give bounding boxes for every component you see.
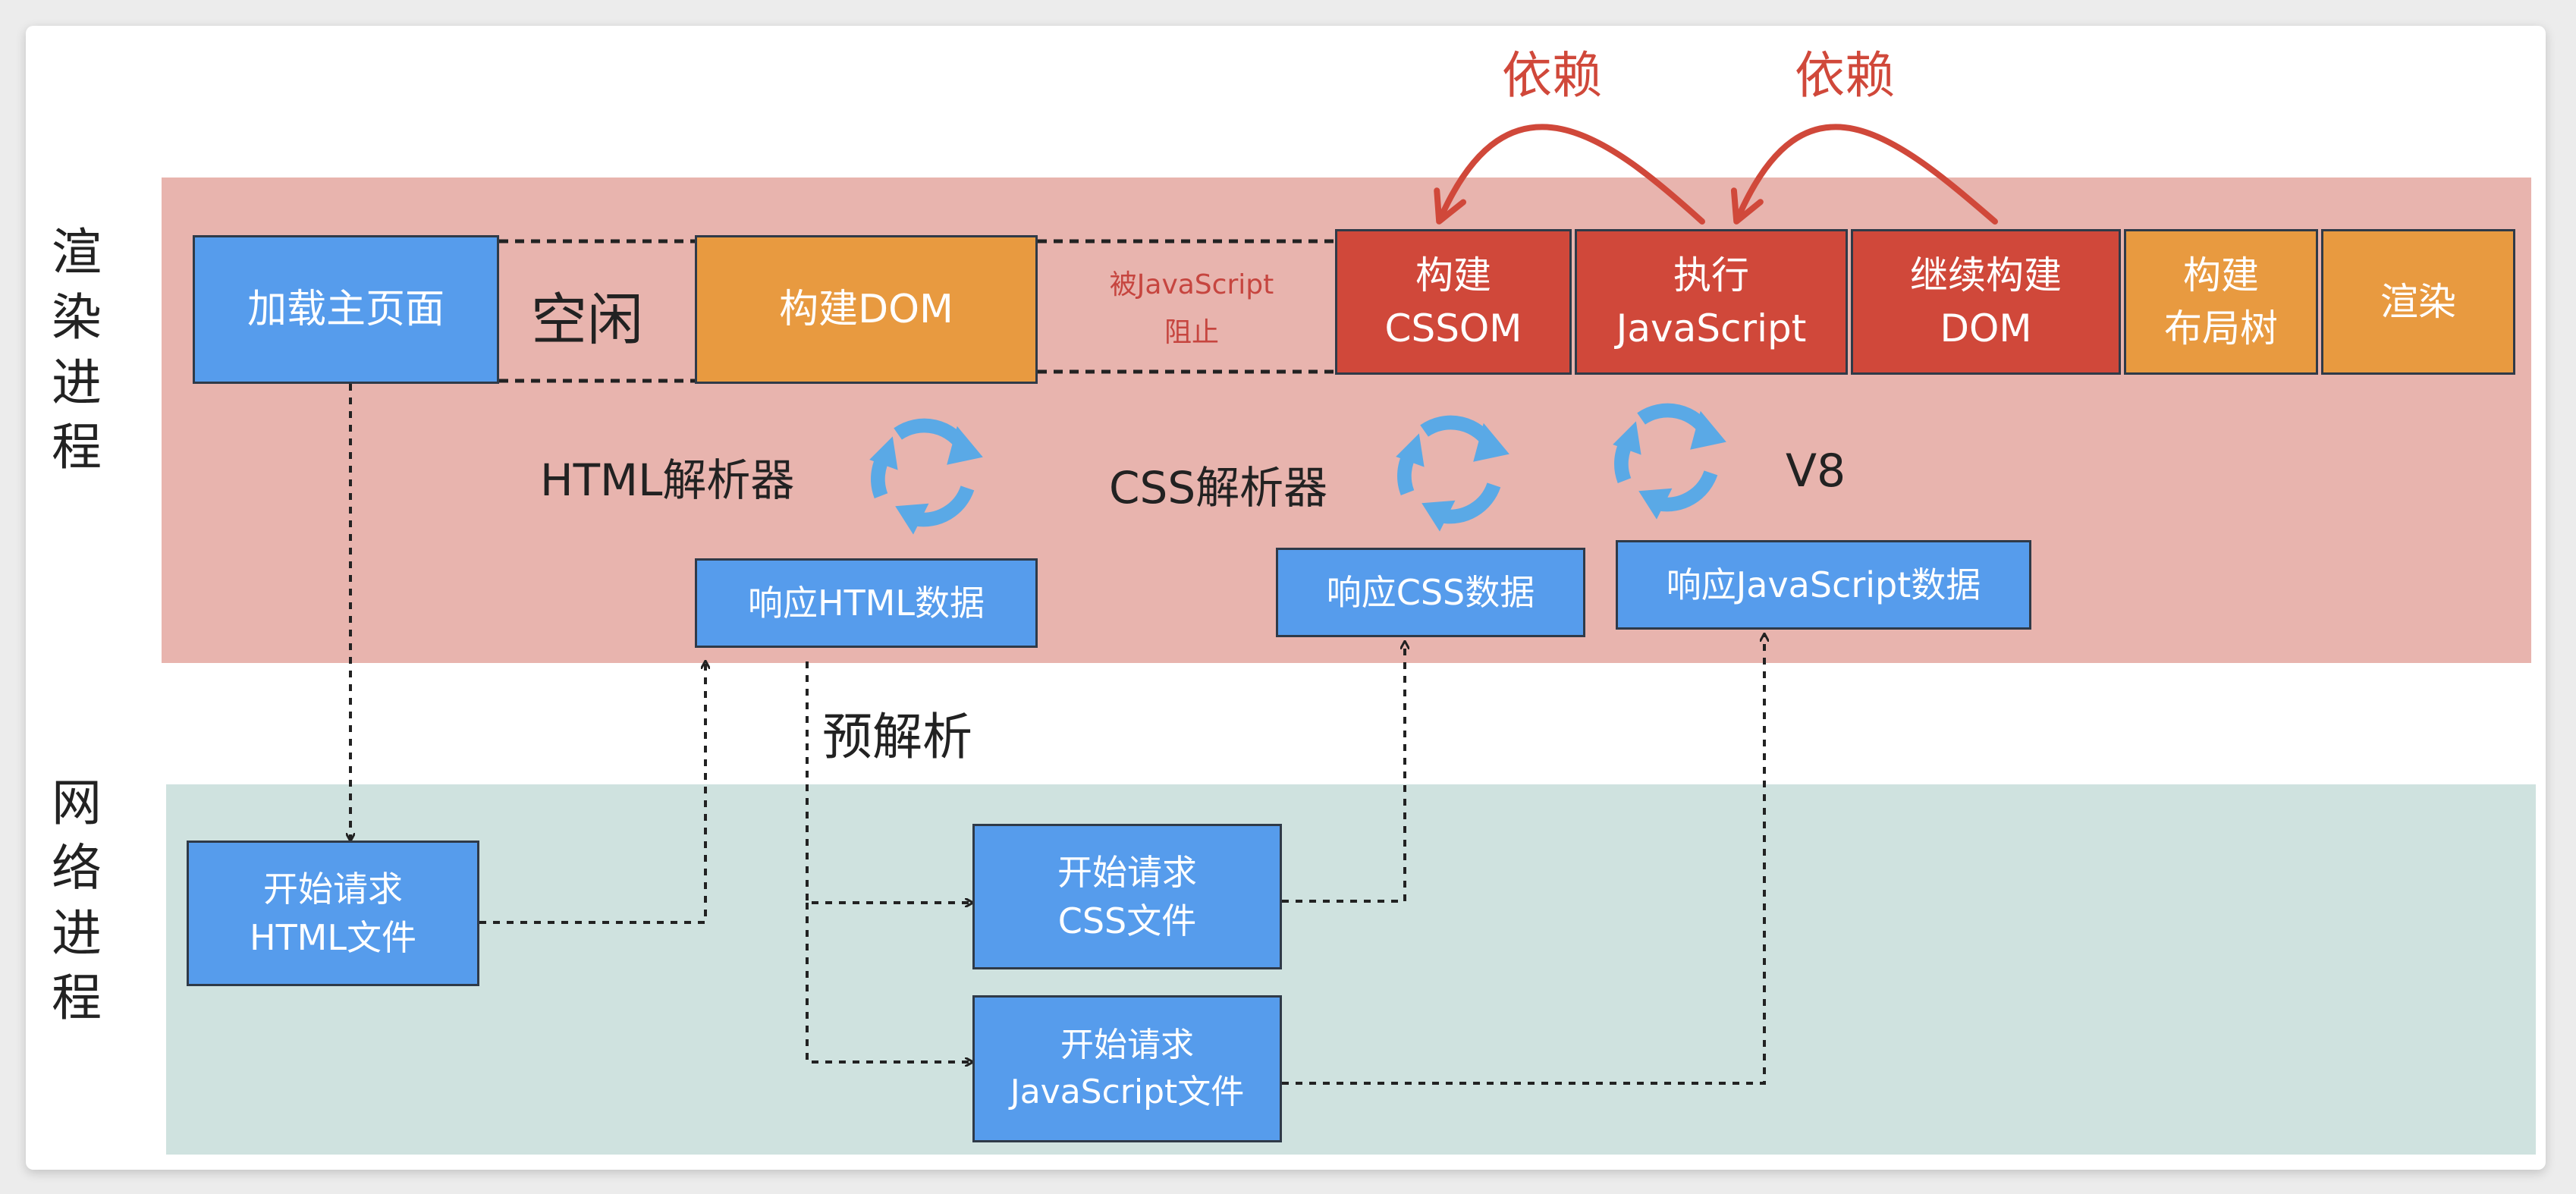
continue-build-dom-line: 继续构建: [1910, 253, 2062, 297]
render-process-char: 进: [52, 353, 102, 412]
blocked-by-js-label: 被JavaScript 阻止: [1074, 261, 1309, 357]
request-js-file-line: 开始请求: [1060, 1026, 1194, 1065]
build-layout-tree-line: 布局树: [2164, 306, 2278, 350]
v8-label: V8: [1786, 445, 1846, 498]
request-html-file-line: 开始请求: [263, 868, 403, 910]
request-html-file-box: 开始请求 HTML文件: [187, 841, 479, 986]
respond-html-data-box: 响应HTML数据: [695, 558, 1038, 648]
depends-label-left: 依赖: [1502, 46, 1602, 105]
request-html-file-line: HTML文件: [249, 917, 416, 958]
blocked-by-js-line: 阻止: [1164, 317, 1219, 348]
render-process-char: 染: [52, 288, 102, 347]
respond-js-data-label: 响应JavaScript数据: [1666, 564, 1981, 605]
respond-css-data-label: 响应CSS数据: [1326, 571, 1535, 613]
build-cssom-line: CSSOM: [1384, 306, 1522, 350]
continue-build-dom-box: 继续构建 DOM: [1851, 229, 2121, 375]
network-process-band: [166, 784, 2536, 1155]
circular-arrows-icon: [1396, 415, 1509, 532]
request-js-file-line: JavaScript文件: [1010, 1073, 1245, 1111]
network-process-char: 网: [52, 774, 102, 832]
execute-javascript-box: 执行 JavaScript: [1575, 229, 1848, 375]
network-process-label: 网 络 进 程: [35, 771, 118, 1031]
css-parser-label: CSS解析器: [1109, 462, 1328, 514]
render-process-char: 渲: [52, 223, 102, 281]
network-process-char: 络: [52, 838, 102, 897]
preparse-label: 预解析: [822, 708, 972, 766]
request-css-file-line: CSS文件: [1057, 900, 1197, 941]
execute-javascript-line: 执行: [1673, 253, 1749, 297]
build-cssom-line: 构建: [1415, 253, 1491, 297]
idle-label: 空闲: [531, 288, 643, 353]
build-cssom-box: 构建 CSSOM: [1335, 229, 1572, 375]
respond-html-data-label: 响应HTML数据: [747, 582, 985, 624]
html-parser-label: HTML解析器: [540, 454, 795, 506]
js-file-to-response-arrow: [1282, 634, 1764, 1085]
request-css-file-line: 开始请求: [1057, 851, 1197, 893]
css-file-to-response-arrow: [1282, 642, 1405, 903]
load-main-page-label: 加载主页面: [247, 286, 445, 332]
respond-css-data-box: 响应CSS数据: [1276, 548, 1585, 637]
dependency-arrow-cssom: [1434, 124, 1705, 225]
build-layout-tree-box: 构建 布局树: [2124, 229, 2318, 375]
continue-build-dom-line: DOM: [1940, 306, 2032, 350]
render-process-label: 渲 染 进 程: [35, 220, 118, 480]
network-process-char: 进: [52, 903, 102, 963]
build-layout-tree-line: 构建: [2183, 253, 2259, 297]
render-box: 渲染: [2321, 229, 2515, 375]
depends-label-right: 依赖: [1795, 46, 1895, 105]
blocked-by-js-line: 被JavaScript: [1109, 269, 1274, 300]
respond-js-data-box: 响应JavaScript数据: [1616, 540, 2031, 630]
circular-arrows-icon: [1613, 403, 1726, 520]
dependency-arrow-js: [1730, 124, 1998, 225]
request-css-file-box: 开始请求 CSS文件: [972, 824, 1282, 969]
request-js-file-box: 开始请求 JavaScript文件: [972, 995, 1282, 1142]
html-file-to-response-arrow: [479, 661, 705, 924]
build-dom-label: 构建DOM: [779, 286, 953, 332]
execute-javascript-line: JavaScript: [1616, 306, 1807, 350]
preparse-to-js-request-arrow: [806, 903, 972, 1062]
circular-arrows-icon: [869, 418, 983, 535]
build-dom-box: 构建DOM: [695, 235, 1038, 384]
render-process-char: 程: [52, 418, 102, 477]
render-label: 渲染: [2380, 280, 2456, 324]
load-main-page-box: 加载主页面: [193, 235, 499, 384]
network-process-char: 程: [52, 969, 102, 1028]
